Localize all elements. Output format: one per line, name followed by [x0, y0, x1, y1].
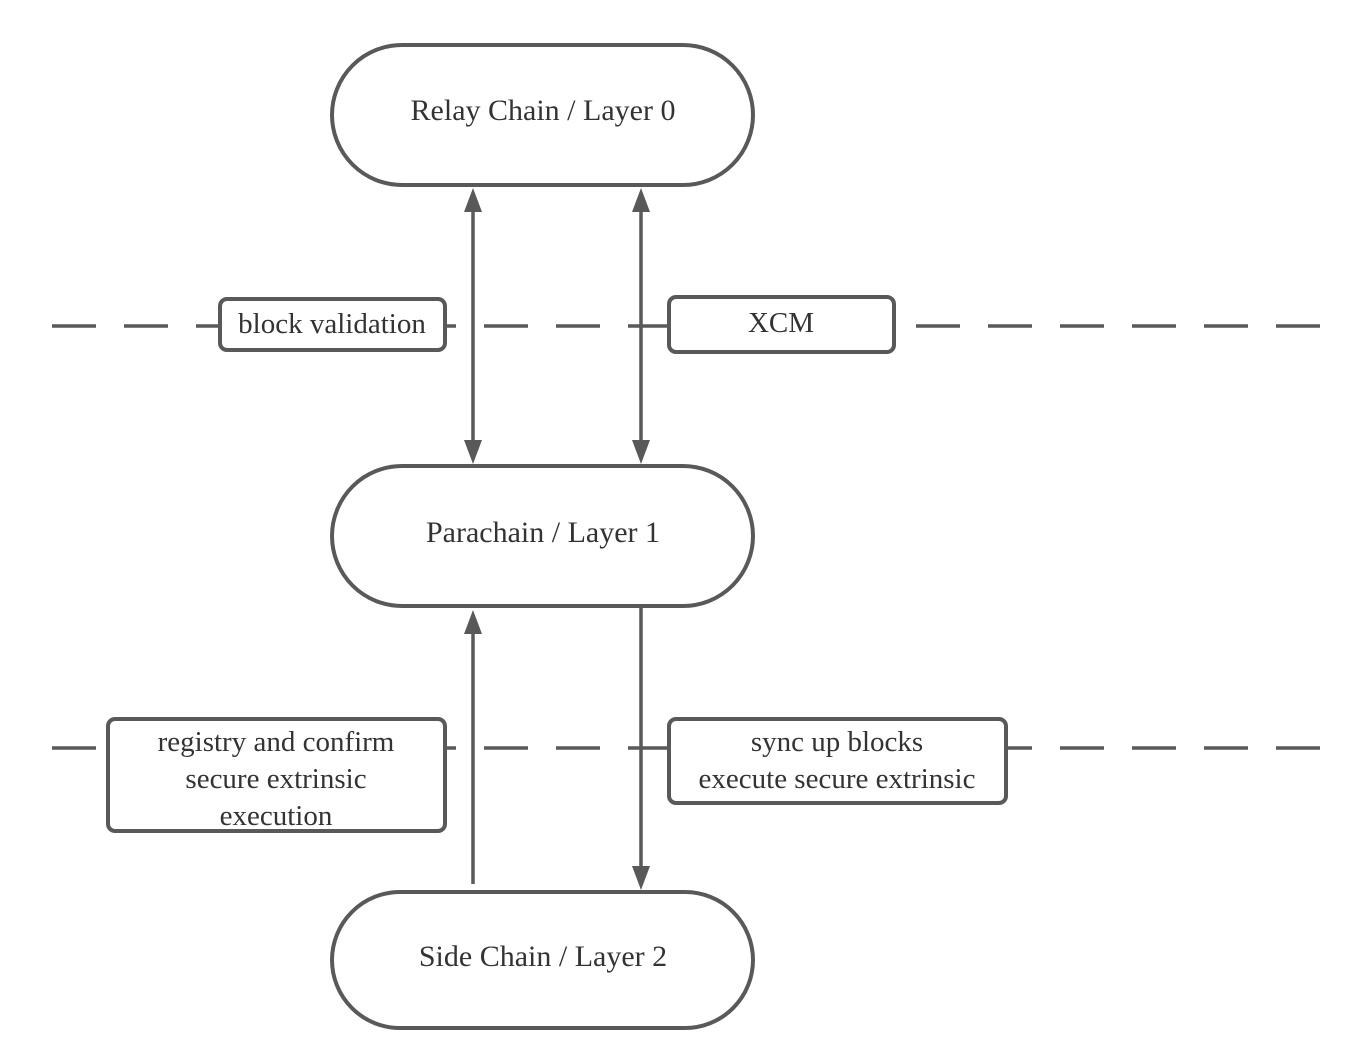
arrow-up-head: [632, 188, 650, 212]
block-validation-label: block validation: [218, 297, 447, 352]
registry-text-line-1: registry and confirm: [158, 726, 395, 758]
registry-label: registry and confirm secure extrinsic ex…: [106, 717, 447, 833]
arrow-down-head: [464, 440, 482, 464]
arrow-down-head: [632, 440, 650, 464]
xcm-connector: [632, 188, 650, 464]
sync-connector: [632, 608, 650, 890]
block-validation-text: block validation: [238, 308, 426, 340]
registry-connector: [464, 610, 482, 884]
relay-chain-label: Relay Chain / Layer 0: [411, 94, 676, 127]
sync-text-line-1: sync up blocks: [751, 726, 923, 758]
arrow-up-head: [464, 188, 482, 212]
parachain-label: Parachain / Layer 1: [426, 516, 660, 549]
sync-text-line-2: execute secure extrinsic: [699, 763, 976, 795]
arrow-up-head: [464, 610, 482, 634]
side-chain-label: Side Chain / Layer 2: [419, 940, 667, 973]
xcm-text: XCM: [748, 307, 814, 339]
block-validation-connector: [464, 188, 482, 464]
relay-chain-node: Relay Chain / Layer 0: [330, 43, 755, 187]
registry-text-line-2: secure extrinsic: [185, 763, 366, 795]
parachain-node: Parachain / Layer 1: [330, 464, 755, 608]
registry-text-line-3: execution: [220, 800, 333, 832]
sync-label: sync up blocks execute secure extrinsic: [667, 717, 1008, 805]
side-chain-node: Side Chain / Layer 2: [330, 890, 755, 1030]
xcm-label: XCM: [667, 295, 896, 354]
arrow-down-head: [632, 866, 650, 890]
